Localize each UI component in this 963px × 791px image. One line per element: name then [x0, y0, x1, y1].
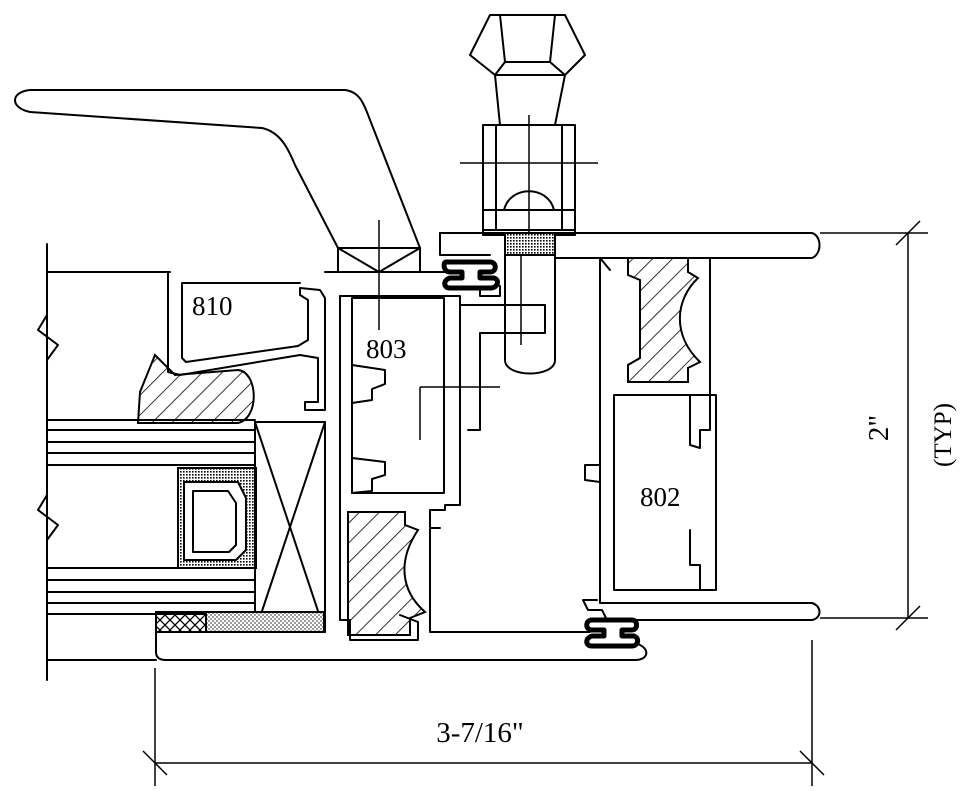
glazing-gasket — [136, 353, 255, 424]
weather-gasket-top — [441, 259, 500, 291]
height-dimension-label: 2" — [863, 415, 895, 441]
thermal-strut-lower — [347, 511, 427, 636]
height-dimension-note: (TYP) — [930, 403, 957, 467]
insulating-spacer — [177, 467, 257, 569]
profile-810-outline — [167, 271, 326, 411]
weather-gasket-bottom — [584, 617, 641, 649]
height-dimension — [820, 220, 928, 631]
sill-profile — [155, 611, 648, 661]
profile-802 — [582, 257, 821, 621]
wall-break-lines — [37, 243, 171, 681]
width-dimension-label: 3-7/16" — [436, 717, 524, 749]
setting-block — [254, 421, 326, 633]
keeper-body — [460, 115, 598, 236]
label-803: 803 — [366, 334, 407, 364]
label-802: 802 — [640, 482, 681, 512]
glazing-tape — [155, 611, 325, 633]
label-810: 810 — [192, 291, 233, 321]
handle-base — [337, 220, 421, 330]
cam-handle — [14, 89, 421, 249]
keeper-knob — [469, 14, 586, 126]
keeper-pin — [504, 232, 556, 375]
width-dimension — [142, 640, 825, 786]
profile-803 — [324, 232, 821, 641]
thermal-strut-upper — [627, 257, 702, 383]
